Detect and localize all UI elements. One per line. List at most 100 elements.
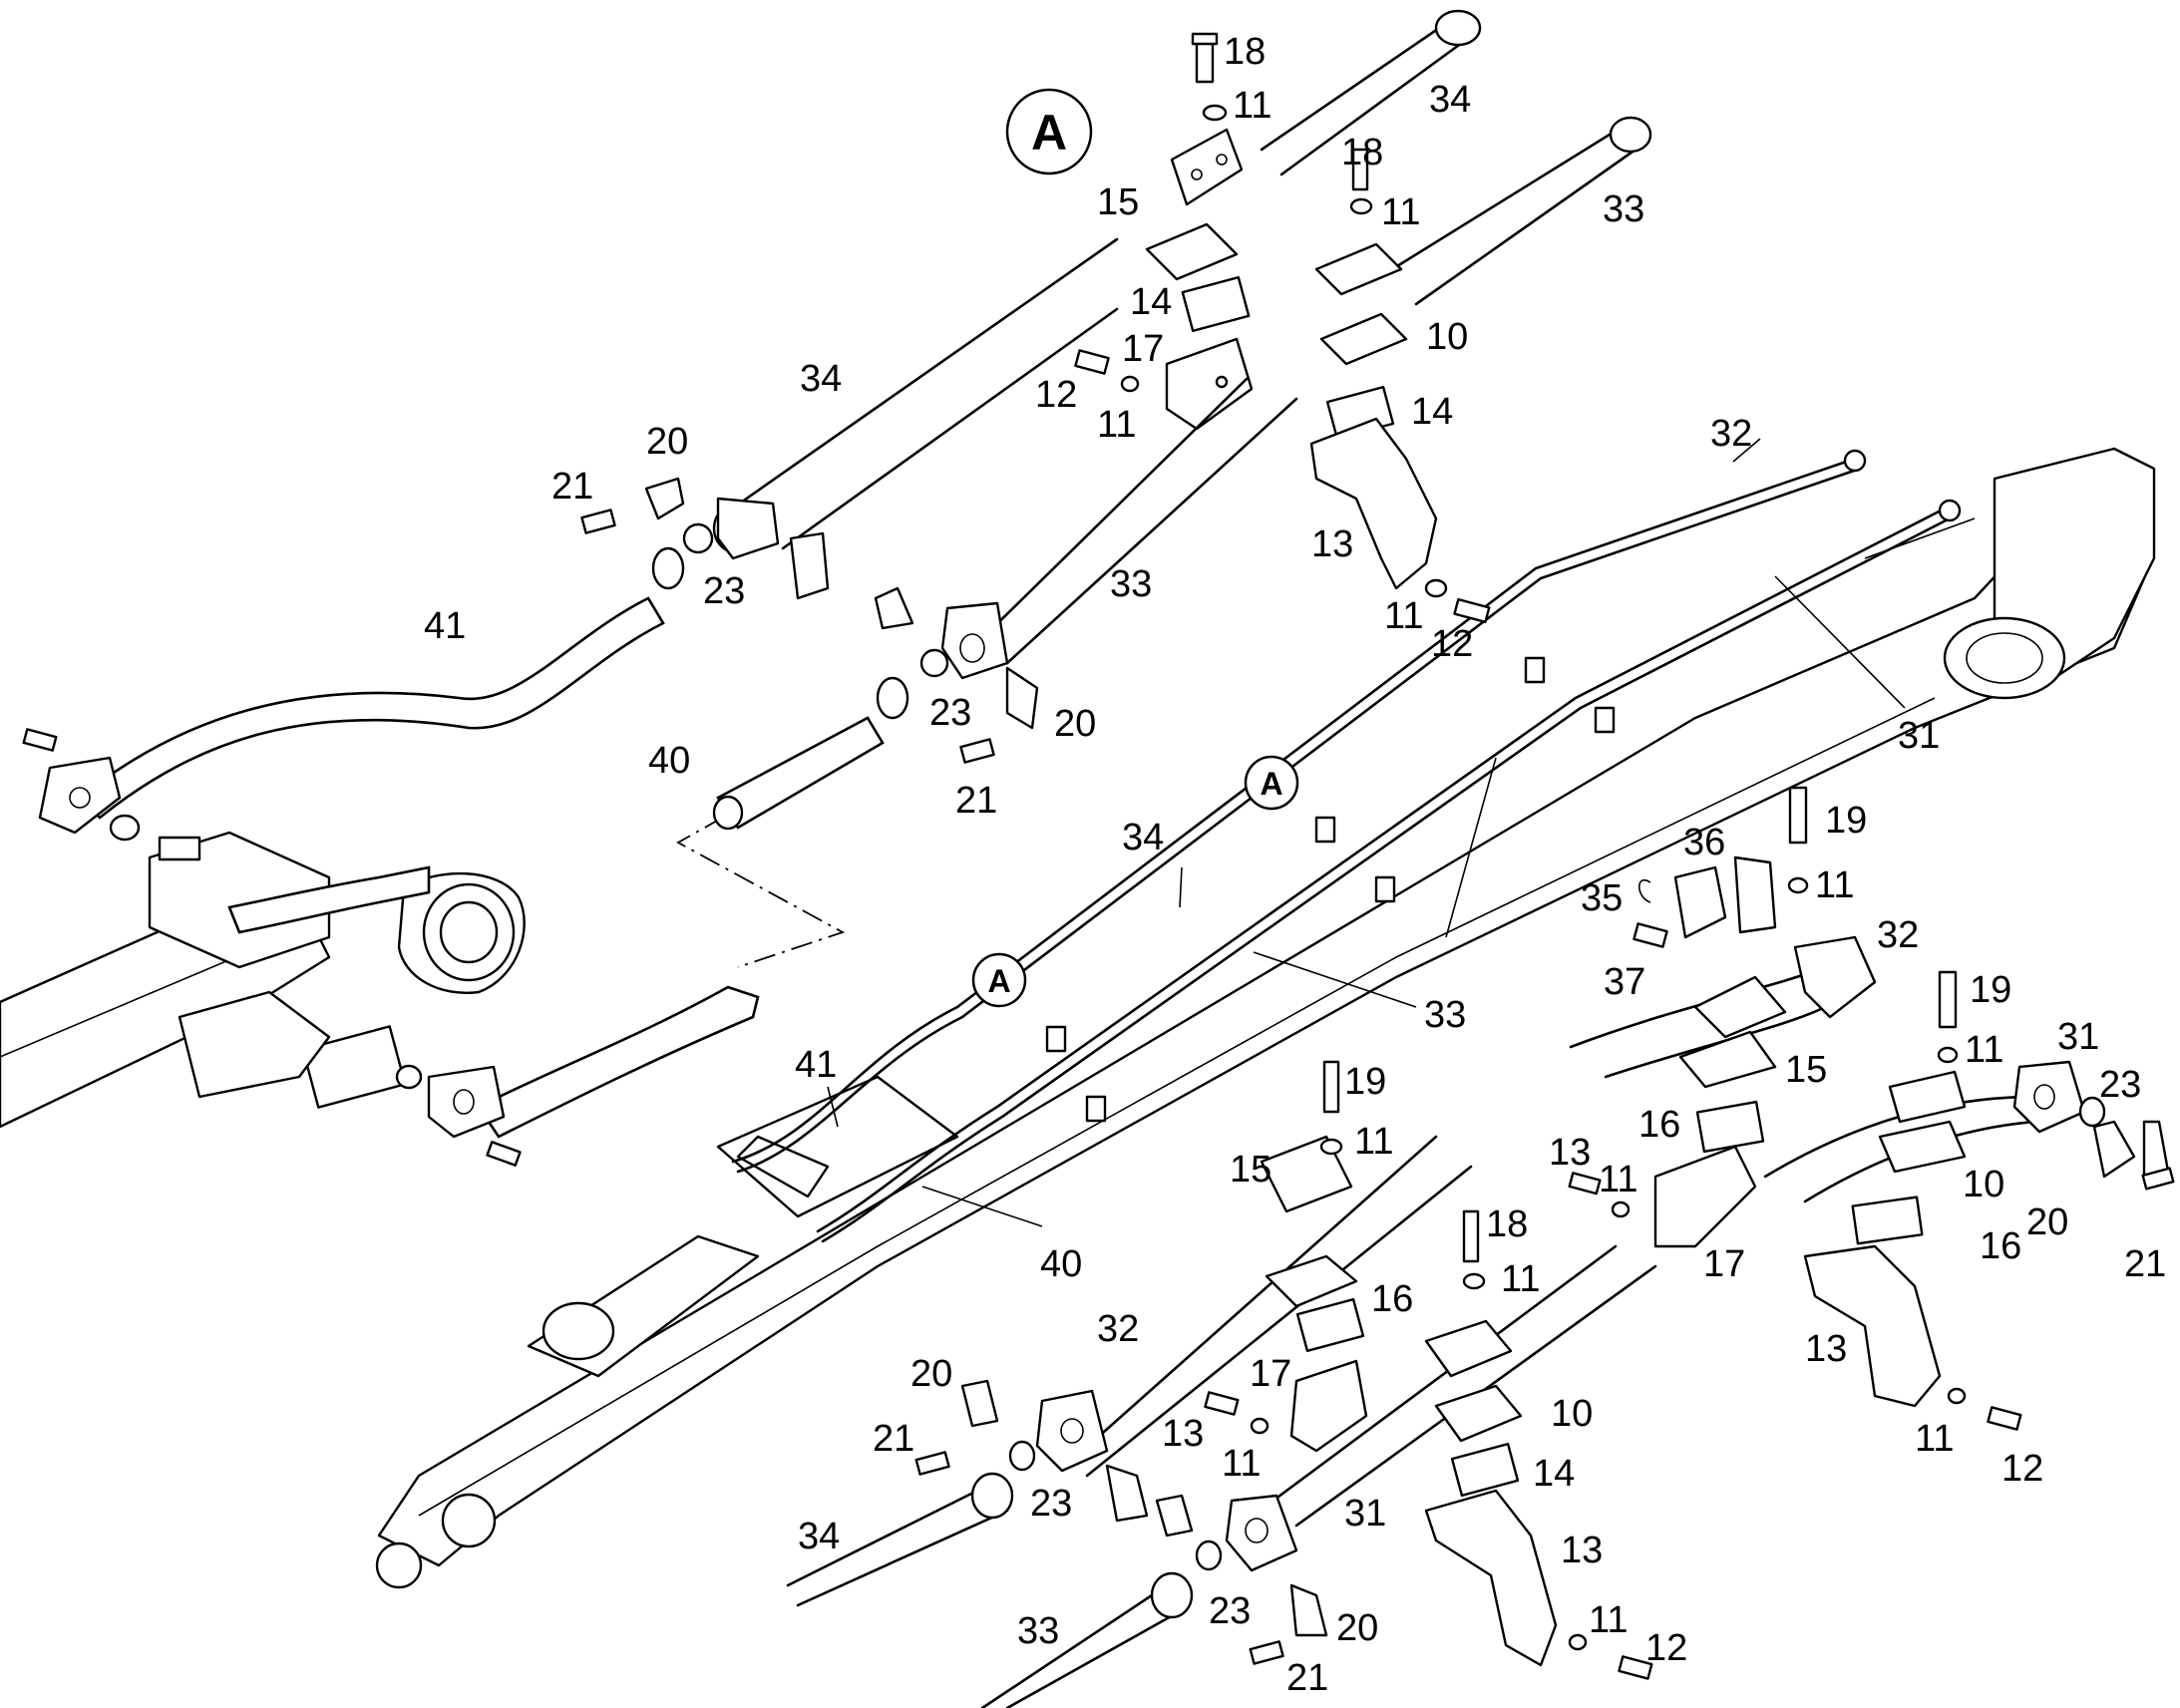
part-label: 20 [1336,1607,1378,1649]
part-label: 11 [1222,1443,1261,1485]
part-label: 11 [1354,1121,1393,1163]
part-label: 11 [1501,1258,1540,1300]
part-label: 10 [1551,1393,1593,1435]
part-label: 13 [1162,1413,1204,1455]
leader-lines [827,438,1906,1227]
part-label: 15 [1785,1049,1827,1091]
part-label: 32 [1097,1308,1139,1350]
part-label: 15 [1097,181,1139,223]
detail-callout-label: A [987,963,1010,999]
part-label: 16 [1638,1104,1680,1146]
part-label: 14 [1411,391,1453,433]
detail-callout-label: A [1031,105,1067,161]
part-label: 34 [1122,817,1164,858]
part-label: 12 [1645,1627,1687,1669]
part-label: 20 [646,421,688,463]
part-label: 21 [873,1418,914,1460]
part-label: 31 [2057,1016,2099,1058]
part-label: 19 [1970,969,2011,1011]
part-label: 17 [1122,328,1164,370]
part-label: 13 [1549,1132,1591,1174]
part-label: 10 [1426,316,1468,358]
part-label: 13 [1561,1530,1603,1571]
part-label: 12 [2001,1448,2043,1490]
detail-callout-circle [971,952,1027,1008]
part-label: 12 [1431,623,1473,665]
part-label: 23 [703,570,745,612]
part-label: 33 [1017,1610,1059,1652]
part-label: 11 [1599,1159,1637,1200]
part-label: 21 [551,466,593,508]
part-label: 19 [1825,800,1867,842]
detail-a-upper [22,9,1482,842]
part-label: 18 [1341,132,1383,173]
part-label: 21 [955,780,997,822]
boom-structure [375,447,2156,1589]
hose-arm-connection [395,985,760,1167]
part-label: 35 [1581,877,1623,919]
part-label: 11 [1097,404,1136,446]
part-label: 16 [1371,1278,1413,1320]
part-label: 31 [1344,1493,1386,1535]
detail-lower-32 [786,1060,1473,1607]
part-label: 32 [1710,413,1752,455]
part-label: 23 [2099,1064,2141,1106]
part-label: 12 [1035,374,1077,416]
part-label: 41 [795,1044,837,1086]
part-label: 31 [1898,715,1940,757]
detail-right-upper [1568,786,1877,1248]
part-label: 11 [1384,595,1423,637]
arm-structure [0,831,526,1129]
part-label: 17 [1703,1243,1745,1285]
part-label: 18 [1224,31,1266,73]
part-label: 21 [1286,1657,1328,1699]
part-label: 19 [1344,1061,1386,1103]
callout-a-main: A [1005,88,1093,175]
part-label: 36 [1683,822,1725,863]
part-label: 11 [1965,1029,2003,1071]
part-labels: 18 11 34 15 14 17 12 11 34 18 11 33 10 1… [424,31,2166,1699]
detail-callout-label: A [1260,766,1282,802]
part-label: 20 [910,1353,952,1395]
callout-a-boom-lower: A [971,952,1027,1008]
part-label: 11 [1233,85,1272,127]
detail-callout-circle [1244,755,1299,811]
part-label: 41 [424,605,466,647]
detail-lower-31-33 [980,1209,1657,1708]
part-label: 14 [1533,1453,1575,1495]
part-label: 20 [2026,1201,2068,1243]
part-label: 37 [1604,961,1645,1003]
part-label: 13 [1805,1328,1847,1370]
detail-callout-circle [1005,88,1093,175]
detail-pipe-33-upper [712,116,1652,831]
part-label: 34 [1429,79,1471,121]
part-label: 33 [1603,188,1644,230]
part-label: 21 [2124,1243,2166,1285]
part-label: 15 [1230,1149,1272,1191]
detail-right-far [1763,970,2175,1431]
part-label: 32 [1877,914,1919,956]
part-label: 34 [798,1516,840,1557]
callout-a-boom-upper: A [1244,755,1299,811]
part-label: 18 [1486,1203,1528,1245]
part-label: 40 [1040,1243,1082,1285]
part-label: 13 [1311,523,1353,565]
part-label: 10 [1963,1164,2004,1205]
part-label: 14 [1130,281,1172,323]
part-label: 40 [648,740,690,782]
part-label: 23 [1030,1483,1072,1525]
part-label: 11 [1381,191,1420,233]
part-label: 16 [1980,1225,2021,1267]
part-label: 17 [1250,1353,1291,1395]
part-label: 11 [1915,1418,1954,1460]
part-label: 33 [1110,563,1152,605]
part-label: 11 [1815,864,1854,906]
part-label: 20 [1054,703,1096,745]
hose-connection-line [676,797,846,968]
part-label: 23 [929,692,971,734]
boom-pipes [731,449,1962,1243]
part-label: 33 [1424,994,1466,1036]
part-label: 34 [800,358,842,400]
